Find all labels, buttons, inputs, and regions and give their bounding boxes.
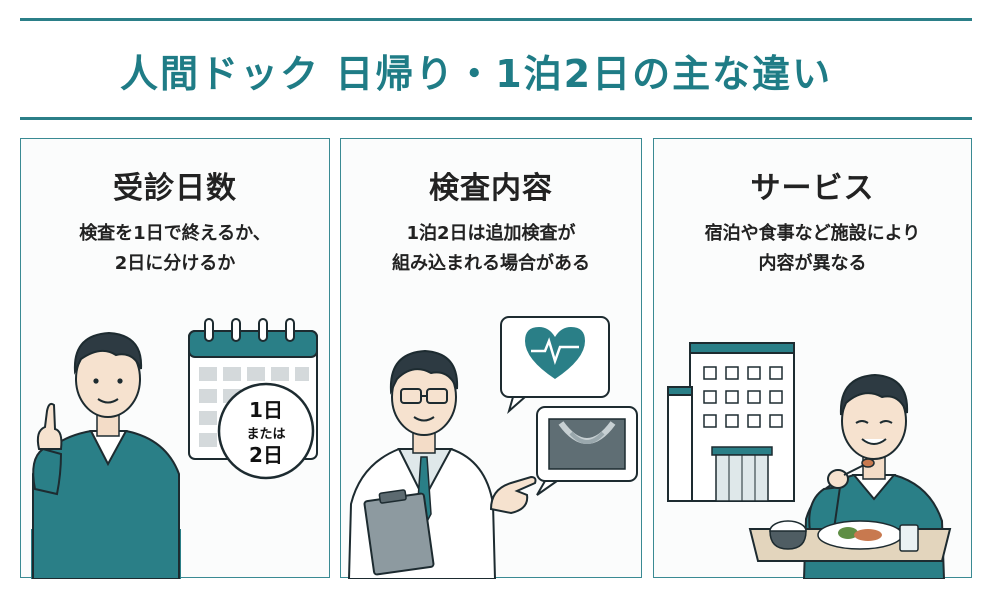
badge-line-3: 2日 xyxy=(249,443,283,467)
days-badge: 1日 または 2日 xyxy=(217,382,315,480)
heart-monitor-icon xyxy=(500,316,610,414)
person-with-calendar-illustration: 1日 または 2日 xyxy=(31,318,318,579)
header-banner: 人間ドック 日帰り・1泊2日の主な違い xyxy=(20,18,972,120)
badge-line-2: または xyxy=(246,427,285,442)
doctor-icon xyxy=(347,349,537,579)
panel-description-line: 2日に分けるか xyxy=(114,253,236,274)
doctor-illustration xyxy=(347,316,638,579)
page-title: 人間ドック 日帰り・1泊2日の主な違い xyxy=(120,52,833,96)
panel-days: 受診日数 検査を1日で終えるか、 2日に分けるか xyxy=(20,138,330,579)
panel-description-line: 宿泊や食事など施設により xyxy=(704,223,921,244)
panel-exam-content: 検査内容 1泊2日は追加検査が 組み込まれる場合がある xyxy=(340,138,642,579)
panel-description-line: 組み込まれる場合がある xyxy=(392,253,590,274)
badge-line-1: 1日 xyxy=(249,398,283,422)
panel-services: サービス 宿泊や食事など施設により 内容が異なる xyxy=(653,138,972,579)
building-icon xyxy=(667,342,795,502)
meal-tray-icon xyxy=(748,520,952,562)
man-pointing-icon xyxy=(31,331,181,579)
panel-description: 1泊2日は追加検査が 組み込まれる場合がある xyxy=(351,219,631,279)
ultrasound-icon xyxy=(536,406,638,496)
panel-description-line: 1泊2日は追加検査が xyxy=(406,223,576,244)
panel-description: 検査を1日で終えるか、 2日に分けるか xyxy=(31,219,319,279)
panel-description: 宿泊や食事など施設により 内容が異なる xyxy=(664,219,961,279)
panel-title: 検査内容 xyxy=(429,171,553,206)
hotel-meal-illustration xyxy=(667,342,952,579)
panel-title: サービス xyxy=(750,171,875,206)
panel-description-line: 内容が異なる xyxy=(758,253,867,274)
panel-title: 受診日数 xyxy=(113,171,237,206)
panel-description-line: 検査を1日で終えるか、 xyxy=(79,223,271,244)
